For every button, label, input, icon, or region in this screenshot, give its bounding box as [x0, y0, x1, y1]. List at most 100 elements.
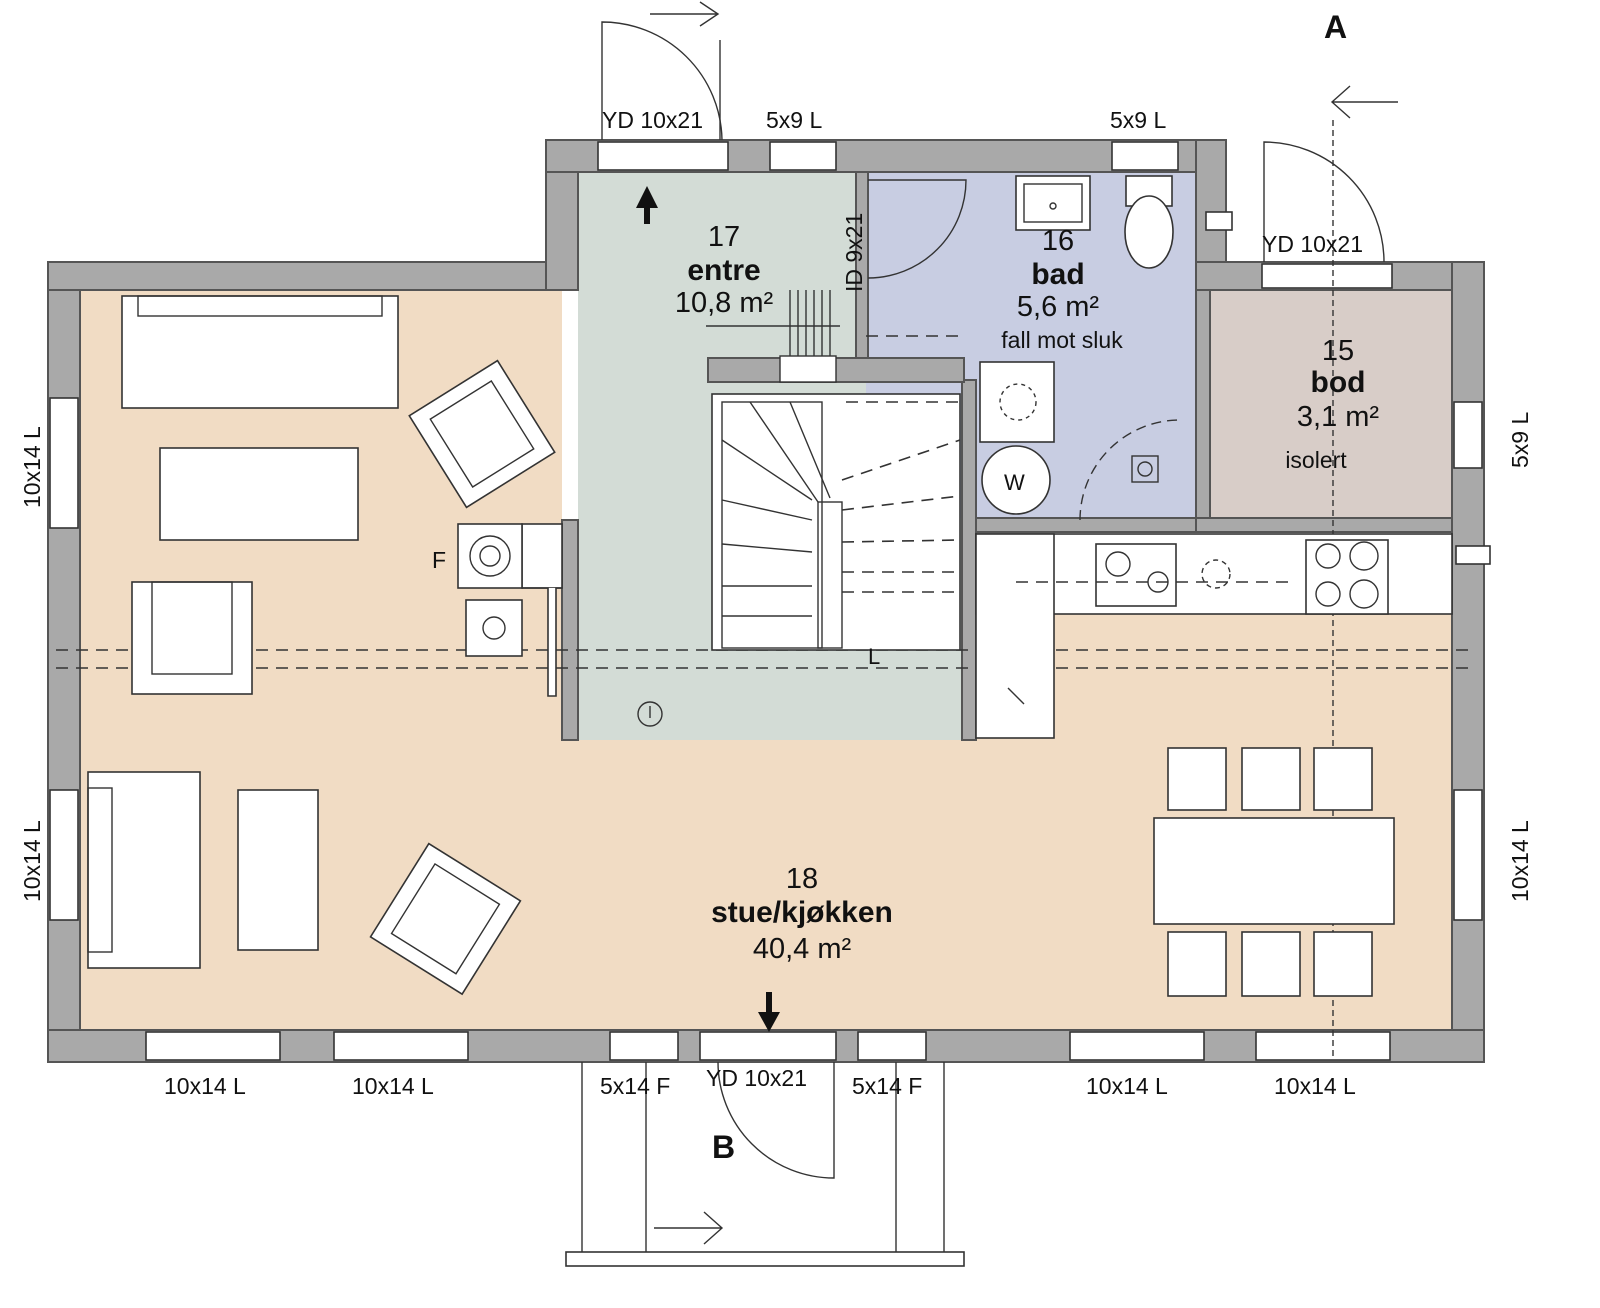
label-section-b: B — [712, 1129, 735, 1165]
sink-icon — [1095, 543, 1177, 607]
window-bottom-4 — [857, 1031, 927, 1061]
sofa-back — [137, 295, 383, 317]
wall-top-left — [47, 261, 563, 291]
sofa — [121, 295, 399, 409]
label-window-bottom-1: 10x14 L — [164, 1073, 246, 1099]
label-door-top: YD 10x21 — [602, 107, 703, 133]
label-door-right: YD 10x21 — [1262, 231, 1363, 257]
fireplace-icon — [457, 523, 523, 589]
door-opening-bottom — [699, 1031, 837, 1061]
room-15-name: bod — [1311, 366, 1366, 399]
terrace — [565, 1062, 965, 1267]
burner-4 — [1349, 579, 1379, 609]
chair-1 — [1167, 747, 1227, 811]
window-left-1 — [49, 397, 79, 529]
door-swing-shower — [1079, 419, 1181, 521]
opening-labels: YD 10x21 5x9 L 5x9 L YD 10x21 ID 9x21 10… — [19, 9, 1533, 1165]
chair-6 — [1313, 931, 1373, 997]
wall-right — [1451, 261, 1485, 1063]
label-door-inner: ID 9x21 — [841, 213, 867, 292]
sink-bowl-1 — [1105, 551, 1131, 577]
fireplace-hearth — [521, 523, 563, 589]
burner-1 — [1315, 543, 1341, 569]
room-16-name: bad — [1031, 258, 1084, 291]
windows — [49, 141, 1483, 1061]
fridge-mark — [1007, 687, 1025, 705]
armchair-top — [408, 359, 556, 509]
label-window-bottom-5: 10x14 L — [1086, 1073, 1168, 1099]
wall-entrance-right — [961, 379, 977, 741]
living-room-floor — [80, 290, 1452, 1030]
room-15-number: 15 — [1322, 335, 1354, 367]
symbols — [636, 186, 780, 1032]
washing-machine-icon — [981, 445, 1051, 515]
kitchen — [975, 533, 1491, 739]
smoke-detector-icon — [637, 701, 663, 727]
door-opening-top — [597, 141, 729, 171]
door-swing-bath — [867, 179, 967, 279]
door-swing-top — [601, 21, 723, 141]
wall-storage-bottom — [1195, 517, 1453, 533]
section-arrow-top-right — [1330, 85, 1398, 119]
storage-floor — [1210, 290, 1452, 518]
fireplace-duct — [522, 587, 562, 697]
sink-basin-inner — [1023, 183, 1083, 223]
label-stair-mark: L — [868, 644, 880, 669]
label-section-a: A — [1324, 9, 1347, 45]
wall-storage-left — [1195, 289, 1211, 533]
coffee-table — [159, 447, 359, 541]
stair-treads — [721, 401, 831, 617]
fireplace-base — [465, 599, 523, 657]
stair-newel — [817, 501, 843, 649]
vent-box — [1455, 545, 1491, 565]
stair-outline — [711, 393, 961, 651]
burner-2 — [1349, 541, 1379, 571]
window-top-2 — [1111, 141, 1179, 171]
washer-label: W — [1004, 470, 1025, 495]
wall-bath-bottom — [975, 517, 1211, 533]
section-arrow-top-left — [650, 1, 720, 27]
chair-3 — [1313, 747, 1373, 811]
section-arrow-bottom — [654, 1211, 724, 1245]
stair-inner — [721, 401, 823, 649]
room-18-name: stue/kjøkken — [711, 896, 893, 929]
chair-5 — [1241, 931, 1301, 997]
label-window-bottom-6: 10x14 L — [1274, 1073, 1356, 1099]
toilet-icon — [1124, 175, 1174, 269]
room-labels: 17 entre 10,8 m² 16 bad 5,6 m² fall mot … — [675, 221, 1380, 965]
chair-2 — [1241, 747, 1301, 811]
chair-4 — [1167, 931, 1227, 997]
room-15-note: isolert — [1285, 447, 1347, 473]
window-right-1 — [1453, 401, 1483, 469]
room-16-area: 5,6 m² — [1017, 291, 1100, 323]
stove-icon — [1305, 539, 1389, 615]
entrance-mat — [706, 290, 840, 383]
side-table — [237, 789, 319, 951]
terrace-step — [565, 1251, 965, 1267]
dishwasher-mark — [1201, 559, 1231, 589]
window-right-2 — [1453, 789, 1483, 921]
fireplace-ring — [469, 535, 511, 577]
sofa-bottom — [87, 771, 201, 969]
stair-upper-treads — [841, 401, 961, 593]
living-furniture — [87, 295, 563, 996]
room-17-number: 17 — [708, 221, 740, 253]
room-16-number: 16 — [1042, 225, 1074, 257]
fireplace-base-circle — [482, 616, 506, 640]
window-top-1 — [769, 141, 837, 171]
label-window-left-1: 10x14 L — [19, 426, 45, 508]
label-window-bottom-2: 10x14 L — [352, 1073, 434, 1099]
armchair-bottom — [369, 842, 522, 996]
window-bottom-6 — [1255, 1031, 1391, 1061]
window-bottom-5 — [1069, 1031, 1205, 1061]
dining-table — [1153, 817, 1395, 925]
wall-entrance-left — [561, 519, 579, 741]
burner-3 — [1315, 581, 1341, 607]
door-opening-right — [1261, 263, 1393, 289]
door-swing-right — [1263, 141, 1385, 263]
fireplace-ring-inner — [479, 545, 501, 567]
shower-tray — [979, 361, 1055, 443]
window-left-2 — [49, 789, 79, 921]
room-18-area: 40,4 m² — [753, 933, 852, 965]
